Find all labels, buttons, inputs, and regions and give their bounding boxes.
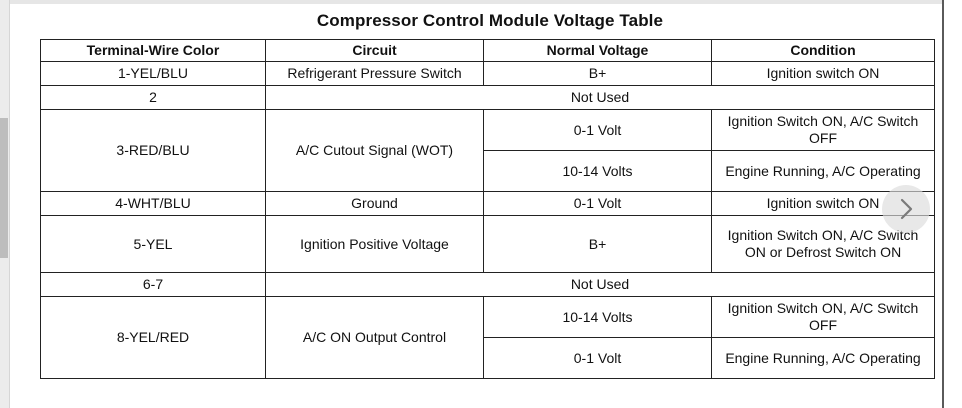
cell-condition: Ignition Switch ON, A/C Switch OFF — [711, 296, 935, 338]
table-row: 5-YEL Ignition Positive Voltage B+ Ignit… — [40, 215, 935, 273]
header-voltage: Normal Voltage — [483, 39, 712, 62]
table-row: 2 Not Used — [40, 85, 935, 110]
header-row: Terminal-Wire Color Circuit Normal Volta… — [40, 39, 935, 62]
cell-terminal: 2 — [40, 85, 266, 110]
cell-circuit: Ground — [265, 191, 484, 216]
cell-terminal: 5-YEL — [40, 215, 266, 273]
cell-voltage: 0-1 Volt — [483, 337, 712, 379]
cell-terminal: 1-YEL/BLU — [40, 61, 266, 86]
table-title: Compressor Control Module Voltage Table — [316, 11, 664, 30]
table-row: 6-7 Not Used — [40, 272, 935, 297]
cell-condition: Ignition Switch ON, A/C Switch OFF — [711, 109, 935, 151]
cell-circuit: A/C ON Output Control — [265, 296, 484, 379]
cell-voltage: B+ — [483, 215, 712, 273]
header-terminal: Terminal-Wire Color — [40, 39, 266, 62]
header-condition: Condition — [711, 39, 935, 62]
table-row: 3-RED/BLU A/C Cutout Signal (WOT) 0-1 Vo… — [40, 109, 935, 192]
cell-condition: Engine Running, A/C Operating — [711, 337, 935, 379]
cell-condition: Ignition switch ON — [711, 61, 935, 86]
scroll-thumb[interactable] — [0, 118, 8, 258]
cell-voltage: 0-1 Volt — [483, 191, 712, 216]
cell-circuit: Ignition Positive Voltage — [265, 215, 484, 273]
cell-terminal: 3-RED/BLU — [40, 109, 266, 192]
table-row: 10-14 Volts Engine Running, A/C Operatin… — [41, 150, 935, 192]
cell-terminal: 4-WHT/BLU — [40, 191, 266, 216]
cell-voltage: 10-14 Volts — [483, 150, 712, 192]
top-edge — [0, 0, 962, 4]
right-page-edge — [942, 0, 962, 408]
cell-circuit: A/C Cutout Signal (WOT) — [265, 109, 484, 192]
table-row: 4-WHT/BLU Ground 0-1 Volt Ignition switc… — [40, 191, 935, 216]
table-row: 0-1 Volt Engine Running, A/C Operating — [41, 337, 935, 379]
cell-voltage: 0-1 Volt — [483, 109, 712, 151]
chevron-right-icon — [900, 198, 913, 220]
cell-not-used: Not Used — [265, 272, 935, 297]
cell-terminal: 6-7 — [40, 272, 266, 297]
cell-voltage: B+ — [483, 61, 712, 86]
cell-condition: Engine Running, A/C Operating — [711, 150, 935, 192]
cell-circuit: Refrigerant Pressure Switch — [265, 61, 484, 86]
table-row: 1-YEL/BLU Refrigerant Pressure Switch B+… — [40, 61, 935, 86]
left-scroll-edge — [0, 0, 10, 408]
next-page-button[interactable] — [882, 185, 930, 233]
cell-not-used: Not Used — [265, 85, 935, 110]
header-circuit: Circuit — [265, 39, 484, 62]
cell-terminal: 8-YEL/RED — [40, 296, 266, 379]
table-row: 8-YEL/RED A/C ON Output Control 10-14 Vo… — [40, 296, 935, 379]
cell-voltage: 10-14 Volts — [483, 296, 712, 338]
voltage-table: Terminal-Wire Color Circuit Normal Volta… — [40, 39, 935, 379]
